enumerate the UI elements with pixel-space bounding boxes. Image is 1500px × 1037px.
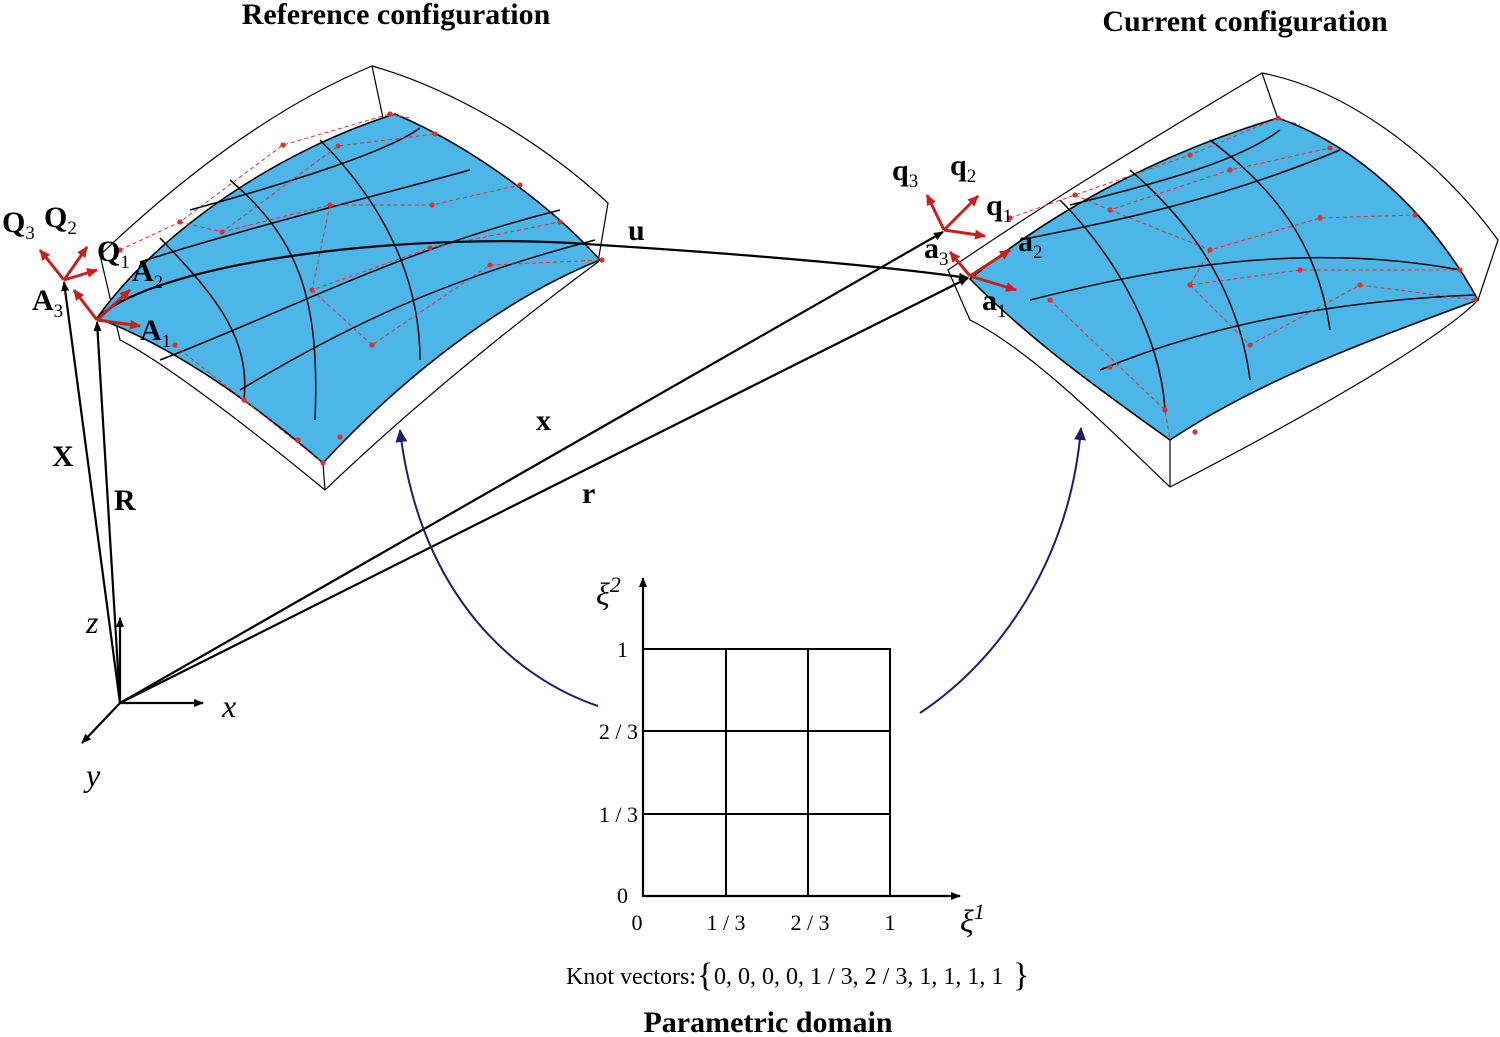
y-tick-1-3: 1 / 3	[599, 802, 638, 827]
x-tick-2-3: 2 / 3	[790, 910, 829, 935]
X-vector-arrow	[61, 281, 122, 704]
current-basis-vectors	[925, 194, 1017, 292]
R-vector-label: R	[114, 484, 136, 517]
parametric-grid-border	[642, 648, 891, 897]
reference-bounding-box	[99, 65, 609, 491]
xi1-label: ξ1	[960, 899, 985, 939]
r-vector-label: r	[582, 477, 595, 510]
parametric-domain: ξ2 ξ1 0 1 / 3 2 / 3 1 0 1 / 3 2 / 3 1 Kn…	[566, 572, 1029, 1037]
u-displacement-arrow	[96, 240, 969, 319]
y-tick-2-3: 2 / 3	[599, 719, 638, 744]
parametric-domain-title: Parametric domain	[643, 1006, 892, 1037]
r-vector-arrow	[119, 277, 969, 704]
y-axis-label: y	[83, 757, 101, 793]
x-axis-label: x	[221, 688, 236, 724]
X-vector-label: X	[52, 440, 74, 473]
x-vector-label: x	[536, 404, 551, 437]
A3-label: A3	[32, 284, 63, 322]
A2-label: A2	[132, 255, 163, 293]
current-surface-patch	[968, 117, 1480, 441]
A1-label: A1	[140, 314, 171, 352]
xi2-label: ξ2	[596, 572, 621, 612]
Q2-label: Q2	[44, 201, 77, 239]
a3-label: a3	[924, 232, 949, 270]
reference-surface	[95, 65, 609, 491]
knot-close-brace: }	[1013, 957, 1029, 994]
x-tick-1: 1	[885, 910, 896, 935]
knot-vectors-values: 0, 0, 0, 0, 1 / 3, 2 / 3, 1, 1, 1, 1	[714, 964, 1003, 990]
reference-mapping-arrow	[395, 429, 599, 707]
q3-label: q3	[892, 154, 918, 192]
q1-label: q1	[986, 189, 1012, 227]
Q1-label: Q1	[97, 235, 130, 273]
x-tick-1-3: 1 / 3	[706, 910, 745, 935]
y-tick-1: 1	[617, 637, 628, 662]
u-vector-label: u	[628, 214, 645, 247]
a1-label: a1	[982, 284, 1007, 322]
current-mapping-arrow	[919, 427, 1086, 714]
Q3-label: Q3	[2, 206, 35, 244]
reference-surface-patch	[95, 113, 602, 465]
current-surface	[947, 72, 1499, 488]
reference-title: Reference configuration	[242, 0, 551, 31]
x-tick-0: 0	[632, 910, 643, 935]
q2-label: q2	[950, 149, 976, 187]
current-bounding-box	[947, 72, 1499, 488]
y-axis-arrow	[81, 702, 121, 744]
reference-basis-vectors	[38, 246, 141, 330]
global-axes: z x y	[81, 604, 236, 793]
knot-vectors-label: Knot vectors:	[566, 964, 696, 990]
x-vector-arrow	[119, 231, 944, 704]
current-title: Current configuration	[1102, 5, 1388, 38]
knot-open-brace: {	[697, 957, 713, 994]
y-tick-0: 0	[617, 883, 628, 908]
a2-label: a2	[1018, 225, 1043, 263]
z-axis-label: z	[85, 604, 99, 640]
R-vector-arrow	[93, 321, 122, 704]
